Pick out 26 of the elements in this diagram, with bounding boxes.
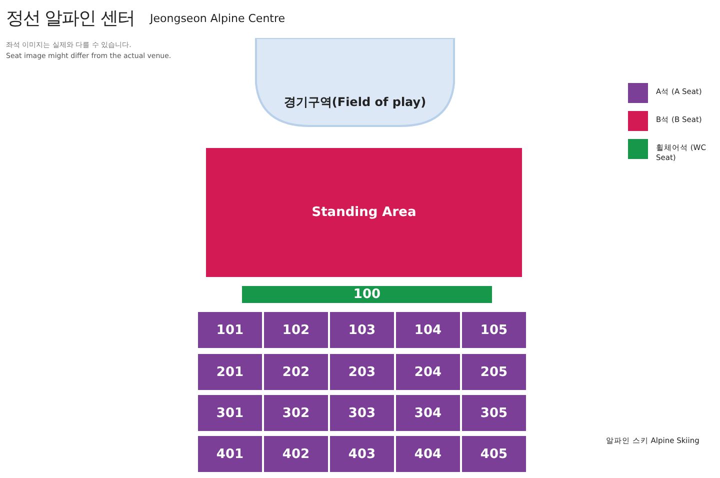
seat-section: 405 <box>462 436 526 472</box>
seat-section: 305 <box>462 395 526 431</box>
seat-section: 404 <box>396 436 460 472</box>
title: 정선 알파인 센터 <box>6 7 134 30</box>
seat-section: 201 <box>198 354 262 390</box>
seat-section: 202 <box>264 354 328 390</box>
seat-section: 205 <box>462 354 526 390</box>
subtitle: Jeongseon Alpine Centre <box>150 12 286 25</box>
seat-section: 304 <box>396 395 460 431</box>
seat-section: 402 <box>264 436 328 472</box>
seat-section: 204 <box>396 354 460 390</box>
wheelchair-section: 100 <box>242 286 492 303</box>
seat-section: 104 <box>396 312 460 348</box>
standing-area: Standing Area <box>206 148 522 277</box>
seat-section: 203 <box>330 354 394 390</box>
seat-section: 303 <box>330 395 394 431</box>
seat-section: 103 <box>330 312 394 348</box>
seat-section: 403 <box>330 436 394 472</box>
seat-section: 301 <box>198 395 262 431</box>
seat-section: 401 <box>198 436 262 472</box>
area-label: 경기구역(Field of play) <box>284 94 426 111</box>
field-of-play-area <box>255 38 455 127</box>
seat-section: 102 <box>264 312 328 348</box>
seat-section: 105 <box>462 312 526 348</box>
seat-section: 101 <box>198 312 262 348</box>
seat-section: 302 <box>264 395 328 431</box>
